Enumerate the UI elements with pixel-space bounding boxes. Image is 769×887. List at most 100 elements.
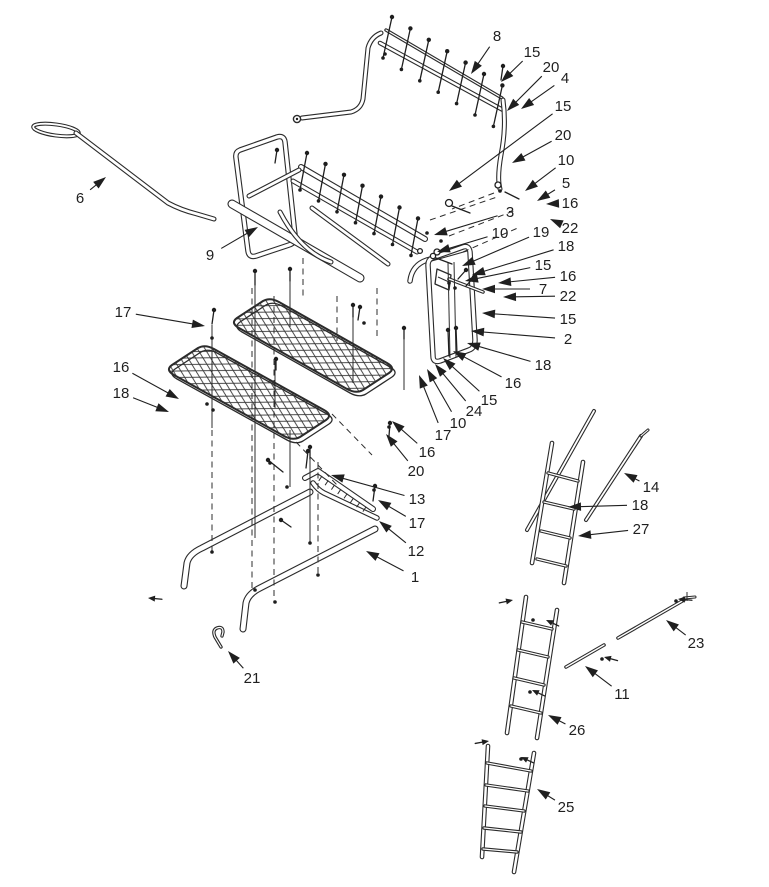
part-number-label: 16 — [113, 359, 130, 376]
leader-arrowhead — [437, 244, 451, 253]
fastener-dot — [498, 189, 502, 193]
part-number-label: 15 — [555, 98, 572, 115]
fastener-dot — [381, 56, 385, 60]
serration-tick — [330, 484, 336, 490]
leader-arrowhead — [366, 551, 380, 561]
callout-7: 7 — [482, 281, 547, 298]
part-number-label: 2 — [564, 331, 572, 348]
fastener-dot — [268, 461, 272, 465]
bolt-icon — [317, 161, 328, 202]
leader-arrowhead — [465, 274, 479, 283]
callout-5: 5 — [537, 175, 570, 201]
bolt-icon — [410, 216, 421, 257]
part-number-label: 10 — [558, 152, 575, 169]
part-number-label: 16 — [505, 375, 522, 392]
callout-15: 15 — [449, 98, 571, 191]
bolt-icon — [274, 147, 280, 164]
callout-21: 21 — [228, 651, 260, 687]
callout-23: 23 — [666, 620, 704, 652]
callout-13: 13 — [331, 474, 425, 508]
bolt-icon — [457, 267, 469, 280]
bolt-icon — [350, 302, 356, 318]
part-number-label: 10 — [492, 225, 509, 242]
callout-24: 24 — [435, 364, 482, 420]
dashed-guide-line — [429, 196, 498, 221]
bolt-icon — [211, 307, 217, 325]
part-number-label: 16 — [419, 444, 436, 461]
part-number-label: 16 — [560, 268, 577, 285]
bolt-icon — [453, 325, 459, 355]
callout-8: 8 — [471, 28, 501, 74]
callout-20: 20 — [386, 434, 424, 480]
bolt-icon — [401, 325, 407, 340]
leader-line — [483, 312, 556, 319]
leader-line — [463, 236, 530, 266]
set-screw-icon — [604, 655, 619, 662]
callout-17: 17 — [378, 500, 425, 532]
fastener-dot — [372, 231, 376, 236]
bolt-icon — [357, 304, 363, 321]
fastener-dot — [418, 79, 422, 83]
part-number-label: 3 — [506, 204, 514, 221]
leader-arrowhead — [578, 530, 592, 539]
bolt-icon — [437, 49, 450, 93]
support-leg-front-1 — [180, 488, 314, 590]
bolt-icon — [336, 172, 347, 213]
leader-arrowhead — [191, 319, 205, 329]
seat-back-post-4 — [496, 97, 507, 192]
leader-arrowhead — [501, 69, 514, 82]
fastener-dot — [390, 242, 395, 247]
fastener-dot — [519, 757, 523, 761]
fastener-dot — [600, 657, 604, 661]
leader-arrowhead — [482, 309, 496, 319]
brace-rod-pair-14 — [525, 409, 650, 532]
callout-10: 10 — [427, 369, 466, 432]
left-side-frame-9 — [233, 133, 298, 260]
leader-arrowhead — [462, 256, 476, 266]
bolt-icon — [273, 356, 279, 371]
callout-15: 15 — [501, 44, 540, 82]
fastener-dot — [528, 690, 532, 694]
leader-arrowhead — [471, 60, 482, 74]
serration-tick — [343, 493, 348, 499]
bolt-icon — [287, 266, 293, 282]
callout-16: 16 — [392, 421, 435, 461]
leader-arrowhead — [155, 403, 169, 412]
seat-back-frame — [292, 28, 506, 124]
fastener-dot — [253, 588, 257, 592]
fastener-dot — [383, 52, 387, 56]
construction-lines — [211, 192, 521, 601]
leader-arrowhead — [537, 190, 551, 201]
bolt-icon — [307, 444, 313, 460]
serration-tick — [324, 480, 329, 486]
part-number-label: 25 — [558, 799, 575, 816]
part-number-label: 26 — [569, 722, 586, 739]
part-number-label: 7 — [539, 281, 547, 298]
fastener-dot — [531, 618, 535, 622]
leader-arrowhead — [434, 227, 448, 236]
leader-arrowhead — [525, 179, 538, 191]
part-number-label: 18 — [535, 357, 552, 374]
leader-arrowhead — [228, 651, 240, 664]
washer-icon — [494, 181, 502, 189]
leader-arrowhead — [379, 521, 392, 533]
leader-arrowhead — [512, 152, 526, 163]
hardware-fasteners — [148, 14, 693, 764]
right-side-frame-2 — [425, 243, 478, 365]
leader-arrowhead — [244, 227, 258, 238]
washer-icon — [416, 247, 424, 255]
washer-icon — [444, 198, 454, 208]
bolt-icon — [474, 71, 487, 116]
part-number-label: 18 — [113, 385, 130, 402]
callout-14: 14 — [624, 473, 659, 496]
callout-25: 25 — [537, 789, 574, 816]
fastener-dot — [453, 286, 457, 290]
leader-line — [332, 475, 405, 497]
callout-22: 22 — [503, 288, 576, 305]
leader-arrowhead — [427, 369, 438, 383]
bolt-icon — [445, 327, 451, 357]
pin-icon — [451, 205, 471, 214]
pin-icon — [504, 191, 520, 200]
pin-icon — [435, 257, 453, 265]
